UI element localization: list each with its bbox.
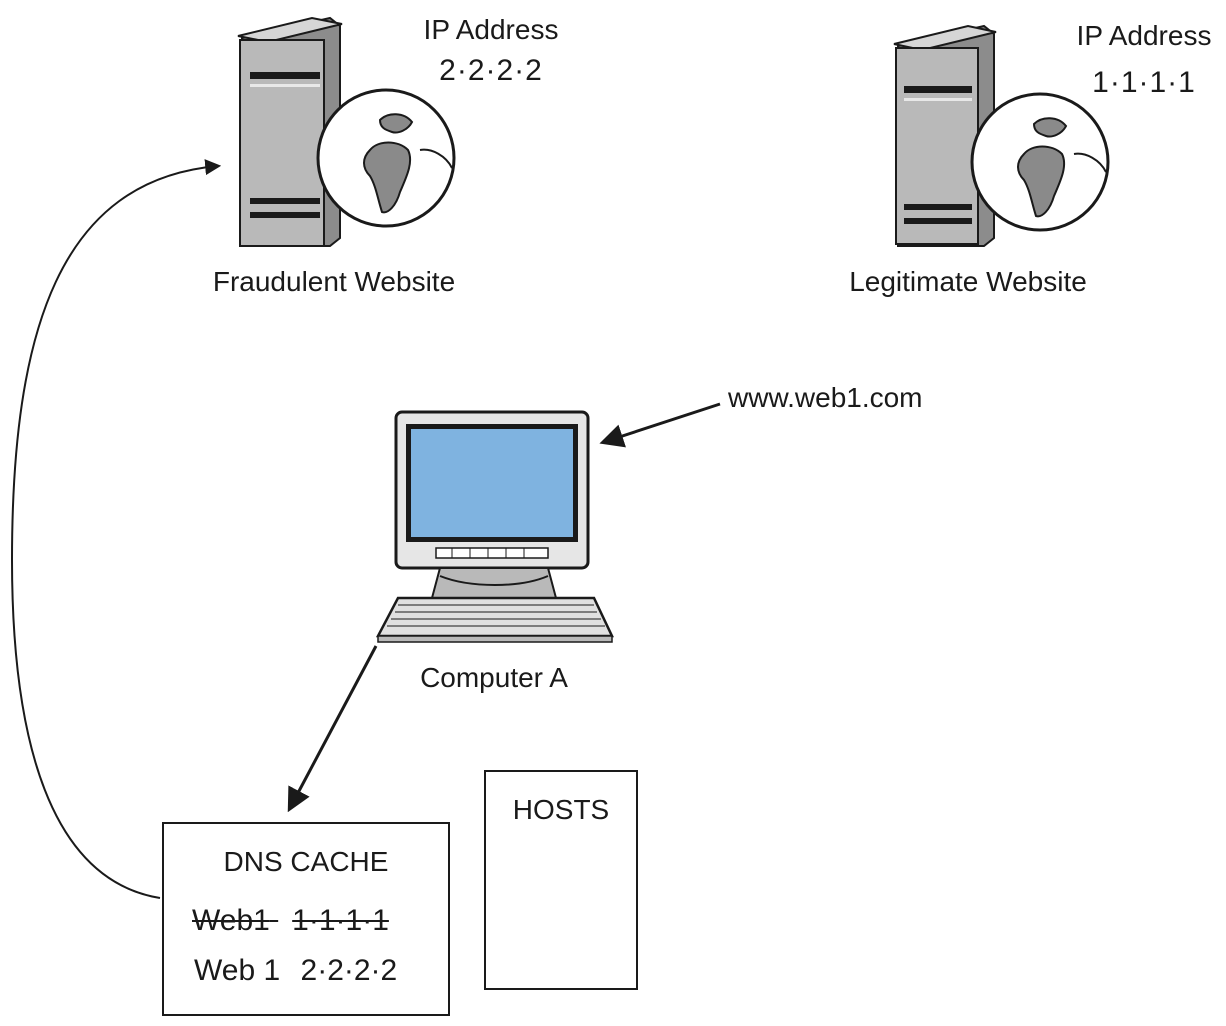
url-label: www.web1.com	[728, 382, 923, 413]
hosts-title: HOSTS	[512, 794, 610, 825]
new-entry-ip: 2·2·2·2	[300, 954, 398, 987]
legitimate-website-caption: Legitimate Website	[849, 266, 1087, 297]
fraudulent-ip-label: IP Address	[423, 14, 559, 45]
dns-cache-title: DNS CACHE	[223, 846, 389, 877]
redirect-arrow	[10, 159, 222, 899]
dns-cache-old-entry: Web1 1·1·1·1	[192, 904, 389, 938]
url-arrow	[599, 402, 721, 448]
old-entry-ip: 1·1·1·1	[292, 904, 389, 937]
legitimate-ip-label: IP Address	[1076, 20, 1212, 51]
old-entry-name: Web1	[192, 904, 270, 937]
computer-caption: Computer A	[420, 662, 568, 693]
dns-cache-new-entry: Web 1 2·2·2·2	[194, 954, 397, 988]
dns-cache-box: DNS CACHE Web1 1·1·1·1 Web 1 2·2·2·2	[162, 822, 450, 1016]
fraudulent-server-icon	[237, 16, 343, 247]
legitimate-server-icon	[893, 24, 997, 247]
fraudulent-website-caption: Fraudulent Website	[212, 266, 456, 297]
fraudulent-globe-icon	[316, 88, 456, 228]
fraudulent-ip-value: 2·2·2·2	[439, 54, 543, 87]
dns-lookup-arrow	[287, 645, 378, 813]
legitimate-globe-icon	[970, 92, 1110, 232]
monitor-icon	[394, 410, 590, 599]
computer-icon	[375, 410, 614, 643]
legitimate-ip-value: 1·1·1·1	[1092, 66, 1196, 99]
keyboard-icon	[375, 596, 614, 643]
new-entry-name: Web 1	[194, 954, 281, 987]
hosts-file-box: HOSTS	[484, 770, 638, 990]
